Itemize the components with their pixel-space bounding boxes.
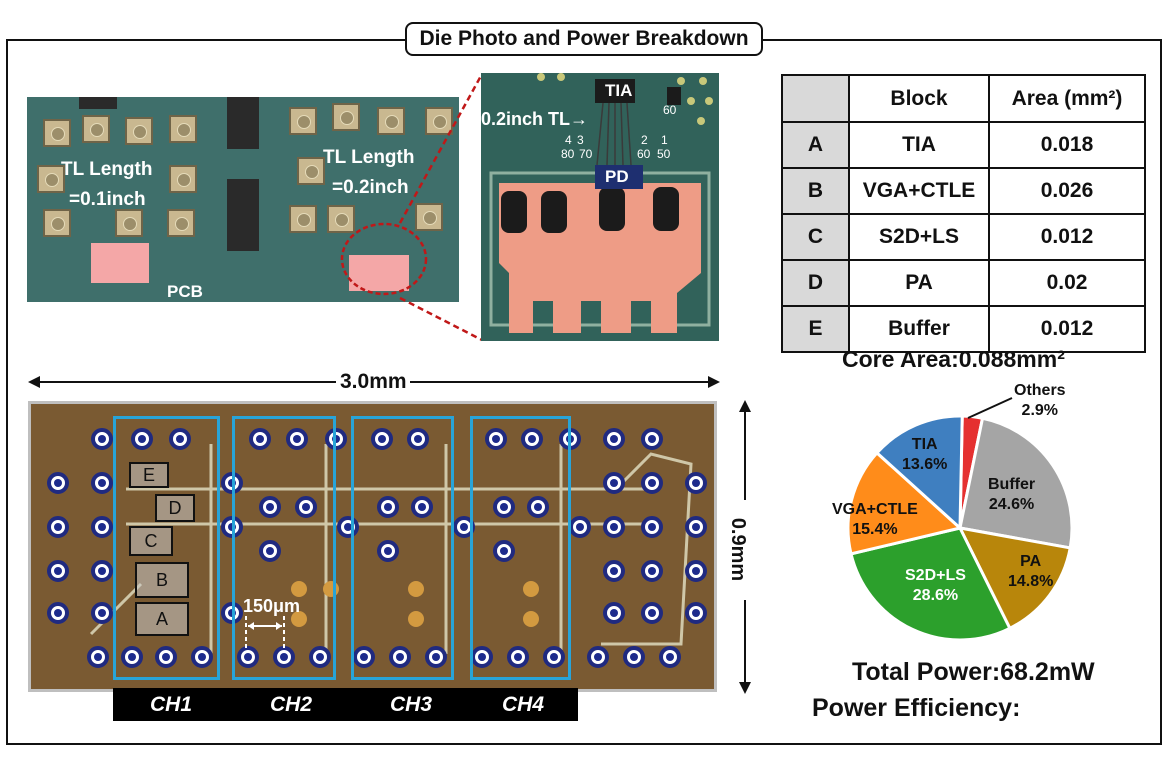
block-d-box: D [155, 494, 195, 522]
pin-header-top [227, 97, 259, 149]
channel-box-3 [351, 416, 454, 680]
pcb-photo: TL Length =0.1inch TL Length =0.2inch PC… [27, 97, 459, 302]
pie-slice-pa [957, 525, 1072, 631]
die-photo: E D C B A 150μm [28, 401, 717, 692]
pin-number: 2 [641, 133, 648, 147]
pcb-label: PCB [167, 282, 203, 301]
pin-number: 60 [637, 147, 651, 161]
tl2-label-line1: TL Length [323, 147, 415, 168]
row-area: 0.012 [988, 305, 1146, 353]
row-area: 0.012 [988, 213, 1146, 261]
pcb-board-1 [91, 243, 149, 283]
row-block: S2D+LS [848, 213, 990, 261]
table-header: Block Area (mm²) [781, 74, 1146, 123]
row-id: A [781, 121, 850, 169]
pin-number: 3 [577, 133, 584, 147]
block-e-box: E [129, 462, 169, 488]
pin-number: 60 [663, 103, 677, 117]
header-cell: Area (mm²) [988, 74, 1146, 123]
row-id: C [781, 213, 850, 261]
header-cell: Block [848, 74, 990, 123]
die-width-label: 3.0mm [340, 370, 407, 393]
row-block: VGA+CTLE [848, 167, 990, 215]
block-c-box: C [129, 526, 173, 556]
header-cell [781, 74, 850, 123]
row-area: 0.018 [988, 121, 1146, 169]
row-block: TIA [848, 121, 990, 169]
pin-number: 80 [561, 147, 575, 161]
channel-label-3: CH3 [389, 693, 432, 716]
zoom-photo: TIA PD 0.2inch TL→ 60 4 3 80 70 2 1 60 5… [481, 73, 719, 341]
power-pie-chart [846, 414, 1074, 642]
figure-title: Die Photo and Power Breakdown [405, 22, 763, 56]
table-row: D PA 0.02 [781, 259, 1146, 307]
channel-label-bar [113, 688, 578, 721]
table-row: A TIA 0.018 [781, 121, 1146, 169]
table-row: B VGA+CTLE 0.026 [781, 167, 1146, 215]
row-id: B [781, 167, 850, 215]
total-power-label: Total Power:68.2mW [852, 658, 1095, 686]
zoom-circle [340, 222, 428, 296]
channel-box-1 [113, 416, 220, 680]
tia-label: TIA [605, 81, 633, 100]
pie-slice-tia [874, 414, 964, 532]
pd-label: PD [605, 167, 629, 186]
pin-number: 50 [657, 147, 671, 161]
pin-number: 70 [579, 147, 593, 161]
row-block: PA [848, 259, 990, 307]
block-b-box: B [135, 562, 189, 598]
row-block: Buffer [848, 305, 990, 353]
table-row: E Buffer 0.012 [781, 305, 1146, 353]
channel-label-2: CH2 [269, 693, 312, 716]
pcb-board-2 [349, 255, 409, 291]
power-efficiency-label: Power Efficiency: [812, 694, 1021, 722]
channel-label-4: CH4 [501, 693, 544, 716]
pin-header-bottom [227, 179, 259, 251]
block-a-box: A [135, 602, 189, 636]
pitch-marker [245, 616, 285, 652]
pitch-label: 150μm [243, 596, 301, 616]
channel-label-1: CH1 [149, 693, 192, 716]
tl1-label-line2: =0.1inch [69, 189, 146, 210]
pie-slice-vga-ctle [846, 450, 964, 556]
area-table: Block Area (mm²) A TIA 0.018 B VGA+CTLE … [781, 74, 1146, 353]
channel-box-4 [470, 416, 571, 680]
tl-label: 0.2inch TL→ [481, 109, 589, 129]
pie-slice-buffer [958, 416, 1074, 550]
tl2-label-line2: =0.2inch [332, 177, 409, 198]
connector-header [79, 97, 117, 109]
row-area: 0.02 [988, 259, 1146, 307]
tl1-label-line1: TL Length [61, 159, 153, 180]
channel-box-2 [232, 416, 336, 680]
pie-slice-s2d-ls [849, 526, 1012, 642]
pin-number: 4 [565, 133, 572, 147]
row-area: 0.026 [988, 167, 1146, 215]
row-id: E [781, 305, 850, 353]
pin-number: 1 [661, 133, 668, 147]
row-id: D [781, 259, 850, 307]
core-area-label: Core Area:0.088mm² [842, 346, 1065, 372]
table-row: C S2D+LS 0.012 [781, 213, 1146, 261]
